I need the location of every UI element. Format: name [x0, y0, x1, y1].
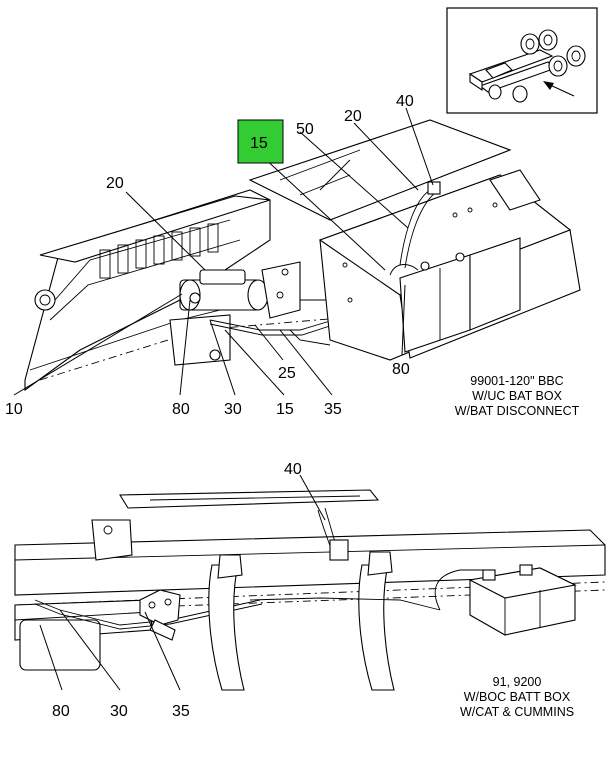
starter-motor	[169, 269, 269, 366]
highlight-callout-15: 15	[237, 119, 284, 164]
truck-chassis-locator-icon	[468, 29, 586, 103]
callout-35-top: 35	[324, 401, 342, 418]
leaf-spring-right	[358, 551, 395, 691]
callout-80-bottom: 80	[52, 703, 70, 720]
callout-80-top-left: 80	[172, 401, 190, 418]
top-caption-line-3: W/BAT DISCONNECT	[455, 404, 580, 418]
top-caption-line-2: W/UC BAT BOX	[472, 389, 562, 403]
arrow-icon	[543, 81, 575, 97]
bottom-caption: 91, 9200 W/BOC BATT BOX W/CAT & CUMMINS	[460, 675, 574, 719]
bottom-caption-line-1: 91, 9200	[493, 675, 542, 689]
bracket-35	[139, 589, 181, 641]
inset-locator	[446, 7, 598, 114]
callout-15: 15	[276, 401, 294, 418]
callout-20-left: 20	[106, 175, 124, 192]
top-callouts: 40 50 20 20 10 80 30 15 25 35 80	[5, 93, 414, 418]
callout-20-right: 20	[344, 108, 362, 125]
callout-35-bottom: 35	[172, 703, 190, 720]
callout-40-bottom: 40	[284, 461, 302, 478]
top-caption: 99001-120" BBC W/UC BAT BOX W/BAT DISCON…	[455, 374, 580, 418]
highlight-callout-label: 15	[250, 135, 268, 152]
bottom-callouts: 40 80 30 35	[52, 461, 302, 720]
bottom-caption-line-2: W/BOC BATT BOX	[464, 690, 571, 704]
bottom-illustration	[14, 474, 606, 691]
callout-25: 25	[278, 365, 296, 382]
battery-box-boc	[434, 564, 577, 636]
callout-80-top-right: 80	[392, 361, 410, 378]
callout-10: 10	[5, 401, 23, 418]
leaf-spring-left	[208, 554, 245, 691]
callout-50: 50	[296, 121, 314, 138]
top-leader-lines	[13, 107, 434, 396]
bottom-leader-lines	[39, 474, 326, 691]
top-illustration	[13, 107, 581, 396]
battery-box	[248, 119, 581, 361]
callout-30-bottom: 30	[110, 703, 128, 720]
callout-30-top: 30	[224, 401, 242, 418]
callout-40: 40	[396, 93, 414, 110]
bottom-caption-line-3: W/CAT & CUMMINS	[460, 705, 574, 719]
top-caption-line-1: 99001-120" BBC	[470, 374, 563, 388]
